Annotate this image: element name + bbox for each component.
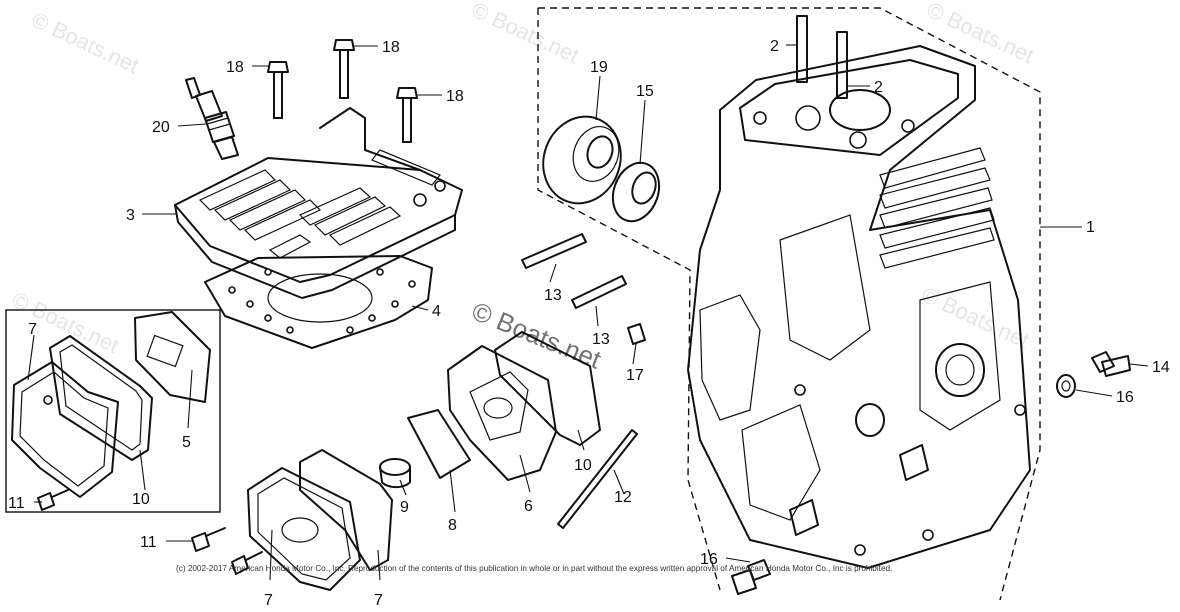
valve-cover-gasket-lower — [299, 449, 393, 571]
head-bolt-right — [396, 87, 418, 143]
callout-5: 5 — [182, 434, 191, 451]
callout-11-lower: 11 — [140, 534, 157, 551]
collar-9 — [379, 458, 411, 489]
callout-2-upper: 2 — [770, 38, 779, 55]
long-stud-12 — [557, 429, 638, 529]
callout-13-lower: 13 — [592, 331, 610, 348]
cylinder-stud-right — [836, 31, 848, 99]
callout-18-right: 18 — [446, 88, 464, 105]
callout-15: 15 — [636, 83, 654, 100]
cover-bolt-11-left — [37, 489, 69, 511]
watermark-top-center: © Boats.net — [468, 0, 583, 68]
watermark-mid-left: © Boats.net — [8, 287, 123, 358]
callout-labels: 1 2 2 3 4 5 6 7 7 7 8 9 10 10 11 11 12 1… — [8, 38, 1170, 609]
callout-14: 14 — [1152, 359, 1170, 376]
dashed-outline-left — [537, 8, 721, 591]
watermark-main: © Boats.net — [468, 296, 606, 375]
callout-1: 1 — [1086, 219, 1095, 236]
callout-9: 9 — [400, 499, 409, 516]
callout-11-box: 11 — [8, 495, 25, 512]
breather-cover — [11, 361, 119, 498]
callout-18-middle: 18 — [382, 39, 400, 56]
callout-6: 6 — [524, 498, 533, 515]
callout-7-left: 7 — [264, 592, 273, 609]
valve-cover-group-box — [5, 309, 221, 513]
head-bolt-middle — [333, 39, 355, 99]
stud-bolt-lower — [571, 275, 627, 309]
head-bolt-left — [267, 61, 289, 119]
intake-gasket — [494, 331, 601, 446]
spark-plug — [185, 77, 239, 160]
watermark-top-left: © Boats.net — [28, 7, 143, 78]
cylinder-stud-left — [796, 15, 808, 83]
callout-17: 17 — [626, 367, 644, 384]
callout-3: 3 — [126, 207, 135, 224]
callout-16-bottom: 16 — [700, 551, 718, 568]
callout-13-upper: 13 — [544, 287, 562, 304]
leader-lines — [27, 44, 1149, 581]
valve-cover-lower — [247, 467, 361, 591]
callout-19: 19 — [590, 59, 608, 76]
ball-bearing — [542, 115, 622, 205]
intake-manifold — [447, 345, 557, 481]
callout-18-left: 18 — [226, 59, 244, 76]
head-gasket — [204, 255, 433, 349]
drain-plug-14 — [1091, 351, 1131, 377]
oil-seal — [611, 161, 661, 223]
cover-bolt-lower-right — [231, 551, 263, 575]
callout-2-lower: 2 — [874, 79, 883, 96]
callout-12: 12 — [614, 489, 632, 506]
copyright-notice: (c) 2002-2017 American Honda Motor Co., … — [176, 564, 892, 573]
callout-7-box: 7 — [28, 321, 37, 338]
callout-4: 4 — [432, 303, 441, 320]
air-filter-element — [407, 409, 471, 479]
stud-bolt-upper — [521, 233, 587, 269]
watermark-top-right: © Boats.net — [923, 0, 1038, 68]
cylinder-head — [174, 107, 463, 299]
breather-plate — [134, 311, 211, 403]
cover-bolt-11-lower — [191, 527, 226, 552]
callout-7-right: 7 — [374, 592, 383, 609]
drain-plug-bottom — [731, 559, 771, 595]
washer-16-right — [1056, 374, 1076, 398]
dashed-outline-right — [538, 7, 1041, 601]
callout-16-right: 16 — [1116, 389, 1134, 406]
crankcase-cylinder-block — [687, 45, 1031, 569]
cover-gasket-upper — [49, 335, 153, 461]
callout-8: 8 — [448, 517, 457, 534]
callout-10-intake: 10 — [574, 457, 592, 474]
callout-10-box: 10 — [132, 491, 150, 508]
dowel-pin-17 — [627, 323, 646, 345]
callout-20: 20 — [152, 119, 170, 136]
